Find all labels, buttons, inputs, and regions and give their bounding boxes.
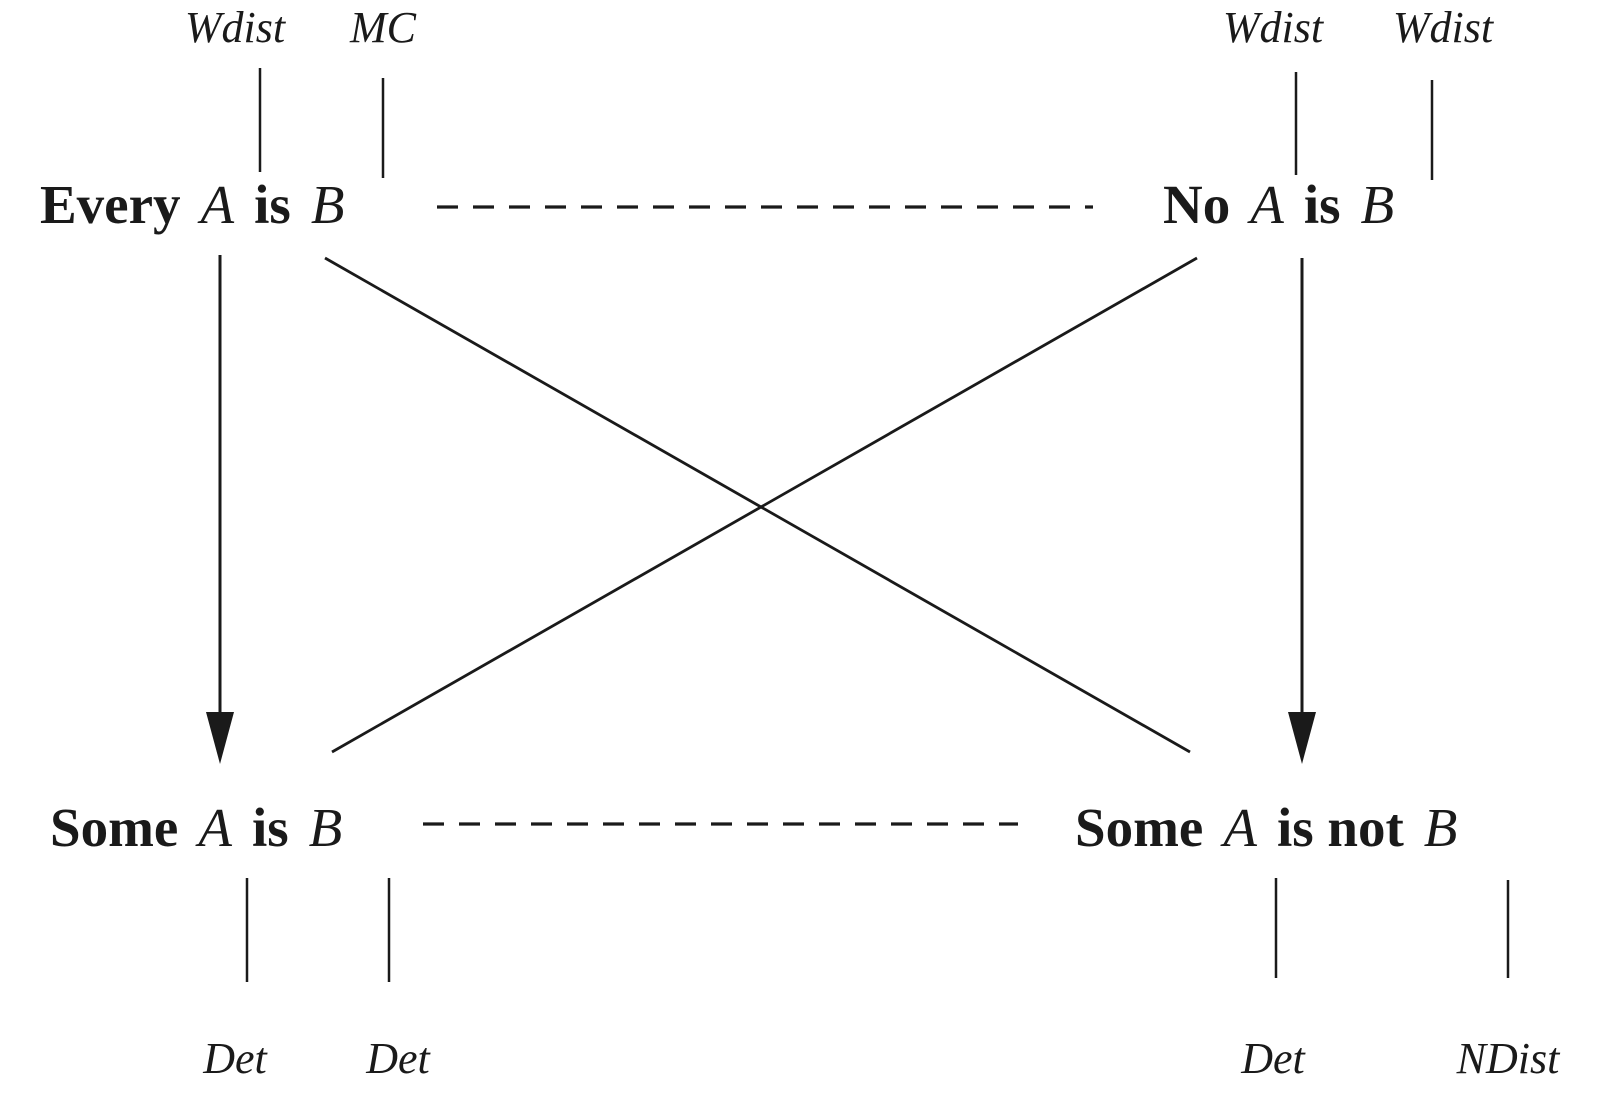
label-no-subject-wdist: Wdist	[1222, 3, 1324, 52]
label-some-subject-det: Det	[203, 1034, 267, 1083]
contradictories-diagonal-right-to-left	[331, 256, 1198, 754]
subalternation-arrow-left	[206, 255, 234, 764]
label-no-predicate-wdist: Wdist	[1392, 3, 1494, 52]
term-subject-a: A	[1223, 797, 1257, 858]
proposition-some-a-is-b: Some A is B	[50, 800, 342, 855]
copula-is-not: is not	[1276, 797, 1404, 858]
subalternation-arrow-right	[1288, 258, 1316, 764]
copula-is: is	[254, 174, 291, 235]
copula-is: is	[1303, 174, 1341, 235]
label-some-not-subject-det: Det	[1241, 1034, 1305, 1083]
quantifier-no: No	[1163, 174, 1231, 235]
term-predicate-b: B	[1423, 797, 1458, 858]
contradictories-diagonal-left-to-right	[324, 256, 1191, 754]
proposition-no-a-is-b: No A is B	[1163, 177, 1394, 232]
quantifier-some: Some	[1075, 797, 1204, 858]
proposition-some-a-is-not-b: Some A is not B	[1075, 800, 1457, 855]
term-subject-a: A	[1250, 174, 1284, 235]
label-some-not-predicate-ndist: NDist	[1456, 1034, 1560, 1083]
quantifier-every: Every	[40, 174, 181, 235]
term-subject-a: A	[198, 797, 232, 858]
quantifier-some: Some	[50, 797, 179, 858]
copula-is: is	[251, 797, 289, 858]
label-some-predicate-det: Det	[366, 1034, 430, 1083]
subalternation-arrow-left-head	[206, 712, 234, 764]
term-predicate-b: B	[308, 797, 343, 858]
subalternation-arrow-right-head	[1288, 712, 1316, 764]
term-subject-a: A	[200, 174, 235, 235]
label-every-subject-wdist: Wdist	[184, 3, 286, 52]
label-every-predicate-mc: MC	[350, 3, 416, 52]
term-predicate-b: B	[1360, 174, 1395, 235]
proposition-every-a-is-b: Every A is B	[40, 177, 344, 232]
term-predicate-b: B	[310, 174, 345, 235]
